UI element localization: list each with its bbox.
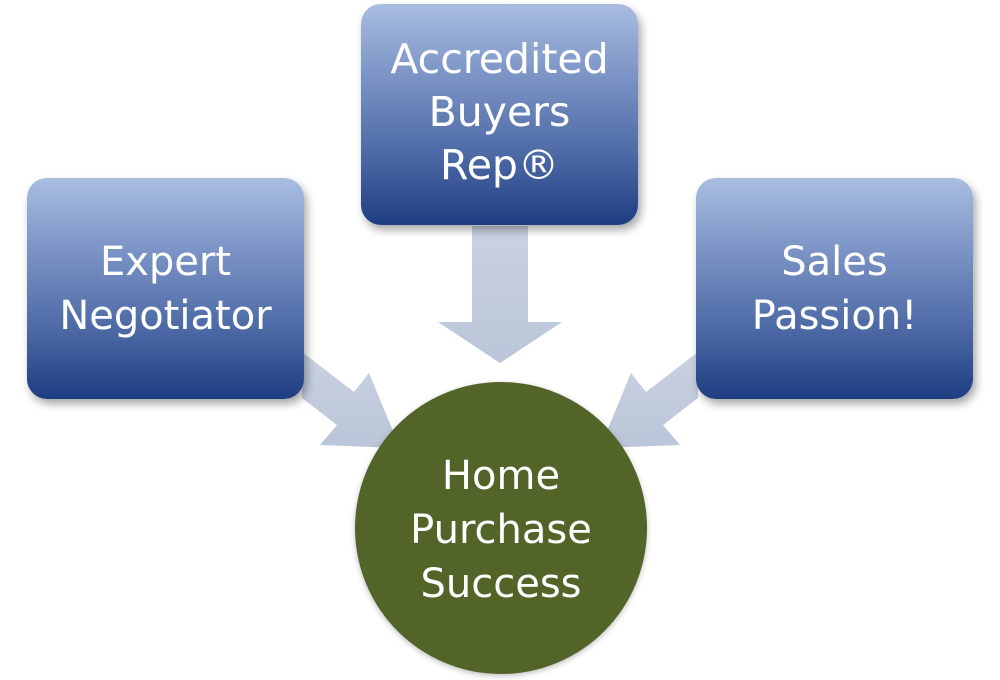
arrow-right-to-center xyxy=(600,352,698,448)
node-expert-negotiator-label: Expert Negotiator xyxy=(59,238,272,339)
arrow-top-to-center xyxy=(438,226,562,363)
node-accredited-buyers-rep: Accredited Buyers Rep® xyxy=(361,4,638,225)
node-home-purchase-success-label: Home Purchase Success xyxy=(410,453,592,607)
node-sales-passion-label: Sales Passion! xyxy=(751,238,918,339)
node-accredited-buyers-rep-label: Accredited Buyers Rep® xyxy=(390,35,609,189)
node-sales-passion: Sales Passion! xyxy=(696,178,973,399)
node-home-purchase-success: Home Purchase Success xyxy=(355,382,647,674)
arrow-left-to-center xyxy=(302,352,400,448)
node-expert-negotiator: Expert Negotiator xyxy=(27,178,304,399)
